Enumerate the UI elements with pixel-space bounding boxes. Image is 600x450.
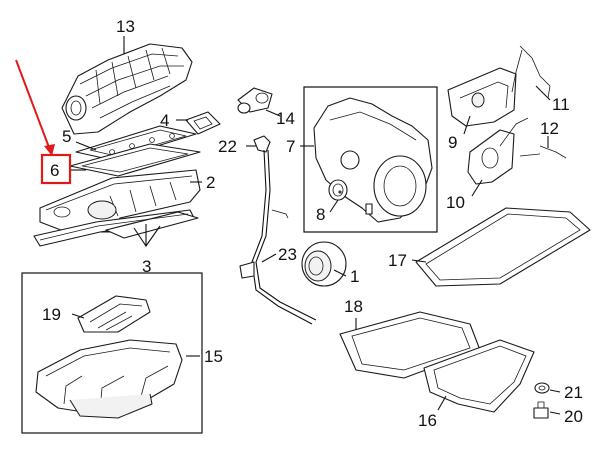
callout-15: 15	[204, 347, 223, 366]
part-oil-pan-assembly	[21, 272, 203, 434]
callout-19: 19	[42, 305, 61, 324]
part-upper-oil-pan	[39, 169, 201, 233]
highlight-arrow-head	[44, 144, 55, 156]
callout-1: 1	[350, 267, 359, 286]
callout-7: 7	[286, 137, 295, 156]
part-drain-plug	[533, 382, 550, 419]
part-valve-cover-gasket	[69, 143, 201, 177]
part-crank-damper	[301, 241, 347, 287]
callout-18: 18	[344, 297, 363, 316]
callout-17: 17	[388, 251, 407, 270]
callout-6: 6	[50, 161, 59, 180]
highlight-box	[40, 153, 72, 185]
part-seal-small	[338, 190, 342, 194]
part-front-cover	[303, 86, 438, 233]
callout-14: 14	[276, 109, 295, 128]
callout-20: 20	[564, 407, 583, 426]
part-cam-covers	[447, 45, 567, 185]
callout-12: 12	[540, 119, 559, 138]
part-lower-oil-pan	[423, 339, 535, 413]
callout-labels: 13 5 6 4 2 3 14 22 7 8 23 1 9 10 11 12 1…	[42, 17, 583, 430]
callout-2: 2	[206, 173, 215, 192]
part-pan-gaskets	[33, 209, 199, 247]
highlight-arrow-line	[15, 59, 51, 151]
part-intake-manifold	[61, 43, 193, 135]
callout-22: 22	[218, 137, 237, 156]
callout-21: 21	[564, 383, 583, 402]
callout-16: 16	[418, 411, 437, 430]
callout-23: 23	[278, 245, 297, 264]
callout-13: 13	[116, 17, 135, 36]
part-small-gasket	[185, 111, 221, 135]
part-dipstick	[237, 87, 317, 325]
callout-11: 11	[552, 95, 570, 114]
callout-8: 8	[316, 205, 325, 224]
callout-10: 10	[446, 193, 465, 212]
callout-3: 3	[142, 257, 151, 276]
part-oil-pan-gasket	[415, 207, 591, 287]
callout-5: 5	[62, 127, 71, 146]
callout-9: 9	[448, 133, 457, 152]
leader-lines	[70, 36, 561, 415]
callout-4: 4	[160, 111, 169, 130]
highlight-pointer	[15, 59, 72, 185]
